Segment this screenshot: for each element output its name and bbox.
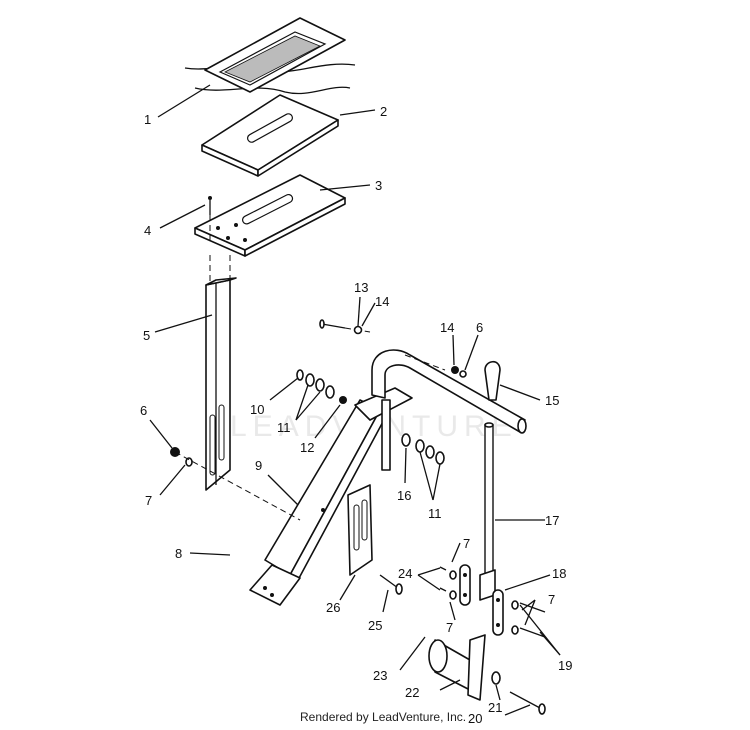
callout-2: 2	[380, 104, 387, 119]
bolts	[174, 319, 546, 715]
callout-8: 8	[175, 546, 182, 561]
callout-11-left: 11	[277, 420, 291, 435]
callout-18: 18	[552, 566, 566, 581]
callout-14-right: 14	[440, 320, 454, 335]
callout-21: 21	[488, 700, 502, 715]
callout-23: 23	[373, 668, 387, 683]
mount-plate-part	[194, 174, 346, 257]
callout-7-lower: 7	[446, 620, 453, 635]
callout-17: 17	[545, 513, 559, 528]
callout-9: 9	[255, 458, 262, 473]
bracket-26-part	[347, 484, 373, 576]
callout-4: 4	[144, 223, 151, 238]
callout-5: 5	[143, 328, 150, 343]
callout-13: 13	[354, 280, 368, 295]
floor-mat-part	[184, 17, 356, 95]
callout-15: 15	[545, 393, 559, 408]
callout-24: 24	[398, 566, 412, 581]
footer-credit: Rendered by LeadVenture, Inc.	[300, 710, 467, 724]
washers	[296, 325, 546, 685]
callout-labels: 1 2 3 4 5 6 7 8 9 10 11 12 13 14 14 6 15…	[140, 104, 572, 726]
tube-handle-part	[371, 349, 527, 471]
callout-19: 19	[558, 658, 572, 673]
callout-25: 25	[368, 618, 382, 633]
plate-part	[201, 94, 339, 177]
link-plates-part	[459, 564, 504, 636]
callout-14-top: 14	[375, 294, 389, 309]
callout-3: 3	[375, 178, 382, 193]
callout-12: 12	[300, 440, 314, 455]
washer-7-left	[185, 457, 193, 467]
callout-20: 20	[468, 711, 482, 726]
screw-4-part	[208, 196, 212, 245]
callout-16: 16	[397, 488, 411, 503]
rod-17-part	[479, 422, 496, 601]
vertical-bracket-part	[205, 255, 237, 491]
leader-lines	[149, 84, 561, 716]
callout-7-left: 7	[145, 493, 152, 508]
callout-22: 22	[405, 685, 419, 700]
callout-11-right: 11	[428, 506, 442, 521]
callout-6-left: 6	[140, 403, 147, 418]
roller-22-part	[428, 634, 486, 701]
callout-7-upper: 7	[463, 536, 470, 551]
callout-1: 1	[144, 112, 151, 127]
callout-6-right: 6	[476, 320, 483, 335]
callout-26: 26	[326, 600, 340, 615]
callout-7-right: 7	[548, 592, 555, 607]
callout-10: 10	[250, 402, 264, 417]
